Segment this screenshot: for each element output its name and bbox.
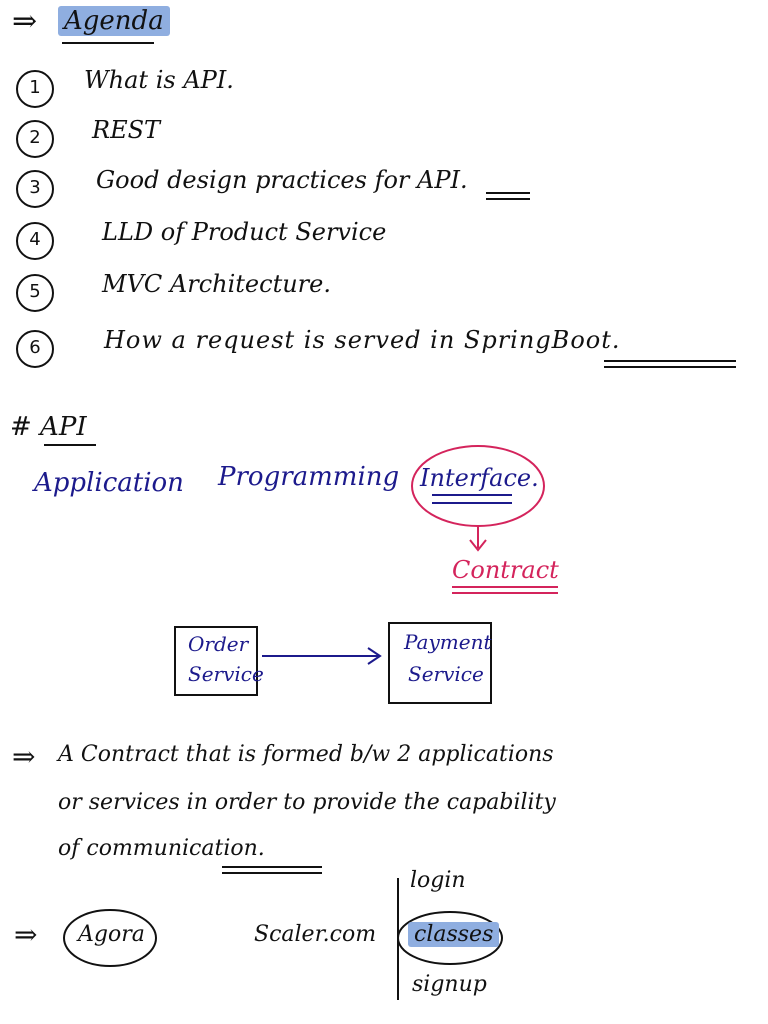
contract-underline-b (452, 592, 558, 594)
service-arrow-head (367, 647, 382, 665)
contract-underline-a (452, 586, 558, 588)
order-service-line2: Service (188, 662, 264, 686)
communication-underline-a (222, 866, 322, 868)
api-heading-underline (44, 444, 96, 446)
contract-label: Contract (452, 556, 559, 584)
agenda-item-3: Good design practices for API. (96, 166, 468, 194)
agenda-item-5: MVC Architecture. (102, 270, 331, 298)
definition-line-2: or services in order to provide the capa… (58, 790, 556, 815)
definition-arrow: ⇒ (12, 740, 36, 773)
api-heading: # API (10, 412, 87, 442)
springboot-double-underline-b (604, 366, 736, 368)
agora-circle (63, 909, 157, 967)
example-arrow: ⇒ (14, 918, 38, 951)
agenda-number-4: 4 (16, 222, 54, 260)
interface-underline-a (432, 494, 512, 496)
payment-service-line1: Payment (404, 630, 492, 654)
agenda-arrow: ⇒ (12, 4, 38, 39)
agenda-item-6: How a request is served in SpringBoot. (104, 326, 621, 354)
word-application: Application (34, 468, 184, 498)
agenda-item-4: LLD of Product Service (102, 218, 387, 246)
springboot-double-underline-a (604, 360, 736, 362)
agora-label: Agora (78, 922, 145, 947)
agenda-number-2: 2 (16, 120, 54, 158)
payment-service-box: Payment Service (388, 622, 492, 704)
word-programming: Programming (218, 462, 400, 492)
order-service-line1: Order (188, 632, 249, 656)
agenda-item-2: REST (92, 116, 161, 144)
agenda-number-3: 3 (16, 170, 54, 208)
path-classes: classes (408, 922, 500, 947)
definition-line-1: A Contract that is formed b/w 2 applicat… (58, 742, 554, 767)
communication-underline-b (222, 872, 322, 874)
word-interface: Interface. (420, 464, 539, 492)
contract-arrow-head (469, 539, 487, 552)
path-classes-highlight: classes (408, 922, 500, 947)
path-signup: signup (412, 972, 487, 997)
order-service-box: Order Service (174, 626, 264, 696)
agenda-underline (62, 42, 154, 44)
agenda-number-6: 6 (16, 330, 54, 368)
agenda-number-5: 5 (16, 274, 54, 312)
interface-underline-b (432, 502, 512, 504)
path-login: login (410, 868, 466, 893)
interface-circle (411, 445, 545, 527)
scaler-domain: Scaler.com (254, 922, 377, 947)
agenda-item-1: What is API. (84, 66, 234, 94)
agenda-number-1: 1 (16, 70, 54, 108)
definition-line-3: of communication. (58, 836, 265, 861)
api-double-underline-b (486, 198, 530, 200)
api-double-underline-a (486, 192, 530, 194)
agenda-title-highlight: Agenda (58, 6, 170, 36)
payment-service-line2: Service (408, 662, 484, 686)
agenda-title: Agenda (58, 6, 170, 36)
